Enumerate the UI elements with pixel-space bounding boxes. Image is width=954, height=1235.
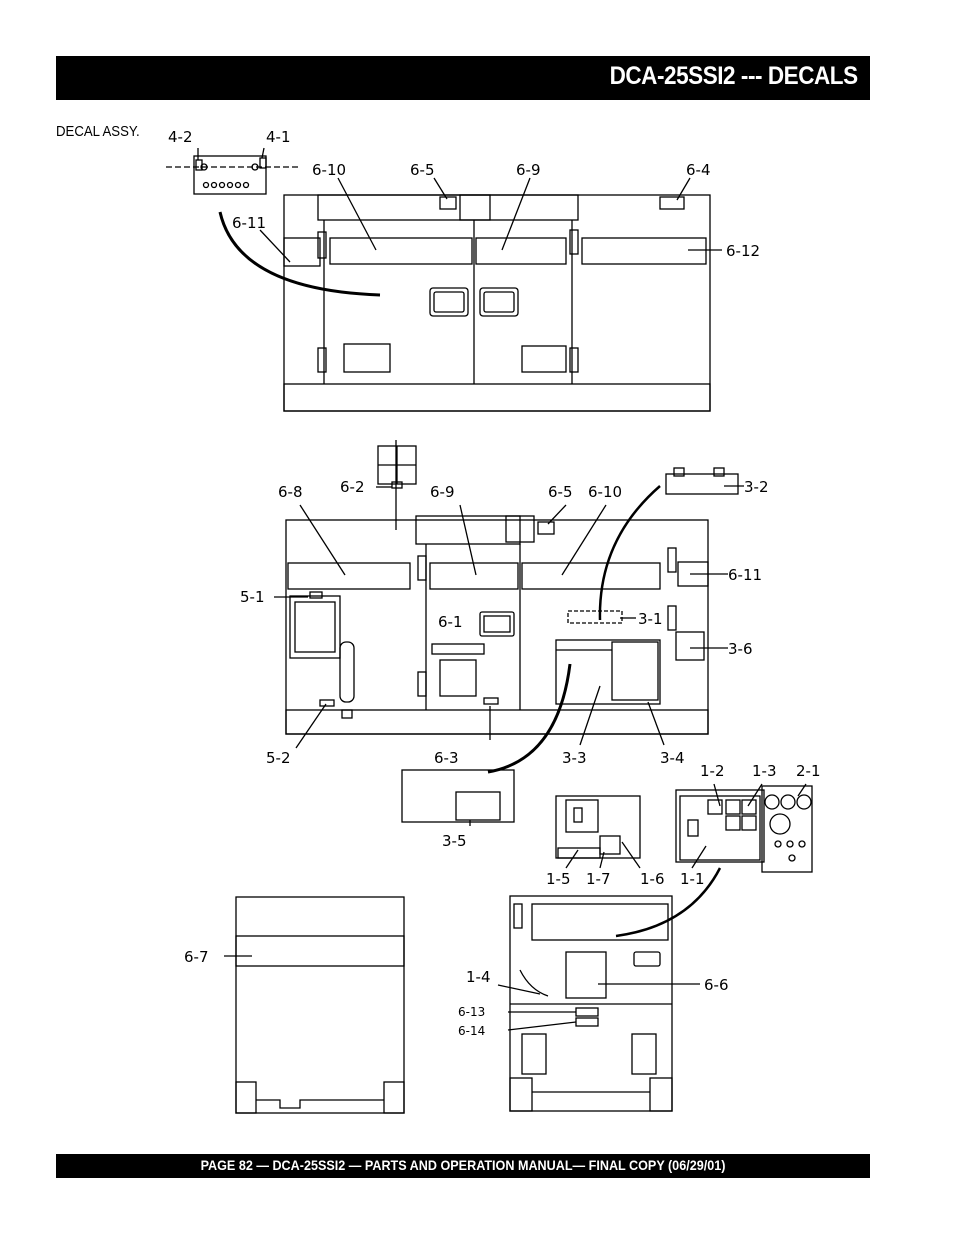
- callout-3-2: 3-2: [744, 478, 769, 496]
- callout-6-8: 6-8: [278, 483, 303, 501]
- end-view-left: [224, 896, 405, 1114]
- callout-6-11-mid: 6-11: [728, 566, 762, 584]
- callout-6-10-mid: 6-10: [588, 483, 622, 501]
- callout-6-14: 6-14: [458, 1024, 485, 1038]
- callout-6-5-mid: 6-5: [548, 483, 573, 501]
- callout-6-12-top: 6-12: [726, 242, 760, 260]
- callout-5-1: 5-1: [240, 588, 265, 606]
- page-title: DCA-25SSI2 --- DECALS: [609, 62, 859, 90]
- callout-3-6: 3-6: [728, 640, 753, 658]
- part-3-5-view: [401, 769, 515, 826]
- footer-bar: PAGE 82 — DCA-25SSI2 — PARTS AND OPERATI…: [56, 1154, 870, 1178]
- callout-1-1: 1-1: [680, 870, 705, 888]
- callout-6-9-mid: 6-9: [430, 483, 455, 501]
- callout-3-1: 3-1: [638, 610, 663, 628]
- callout-6-10-top: 6-10: [312, 161, 346, 179]
- callout-labels: 4-2 4-1 6-10 6-5 6-9 6-4 6-11 6-12 6-8 6…: [168, 128, 821, 1038]
- callout-1-3: 1-3: [752, 762, 777, 780]
- callout-6-7: 6-7: [184, 948, 209, 966]
- control-panel-view: [555, 783, 813, 873]
- callout-6-1: 6-1: [438, 613, 463, 631]
- callout-2-1: 2-1: [796, 762, 821, 780]
- callout-5-2: 5-2: [266, 749, 291, 767]
- callout-1-6: 1-6: [640, 870, 665, 888]
- callout-4-1: 4-1: [266, 128, 291, 146]
- callout-4-2: 4-2: [168, 128, 193, 146]
- top-generator-view: [218, 177, 722, 412]
- callout-6-4-top: 6-4: [686, 161, 711, 179]
- decal-assy-label: DECAL ASSY.: [56, 123, 140, 140]
- middle-generator-view: [274, 440, 744, 774]
- callout-1-5: 1-5: [546, 870, 571, 888]
- callout-6-3: 6-3: [434, 749, 459, 767]
- callout-3-3: 3-3: [562, 749, 587, 767]
- decal-assy-drawing: [166, 147, 298, 195]
- callout-6-13: 6-13: [458, 1005, 485, 1019]
- callout-1-2: 1-2: [700, 762, 725, 780]
- callout-6-5-top: 6-5: [410, 161, 435, 179]
- callout-6-6: 6-6: [704, 976, 729, 994]
- callout-6-9-top: 6-9: [516, 161, 541, 179]
- title-bar: DCA-25SSI2 --- DECALS: [56, 56, 870, 100]
- callout-1-7: 1-7: [586, 870, 611, 888]
- callout-6-11-top: 6-11: [232, 214, 266, 232]
- callout-3-4: 3-4: [660, 749, 685, 767]
- end-view-right: [497, 867, 722, 1112]
- footer-text: PAGE 82 — DCA-25SSI2 — PARTS AND OPERATI…: [200, 1157, 726, 1173]
- callout-1-4: 1-4: [466, 968, 491, 986]
- callout-3-5: 3-5: [442, 832, 467, 850]
- callout-6-2: 6-2: [340, 478, 365, 496]
